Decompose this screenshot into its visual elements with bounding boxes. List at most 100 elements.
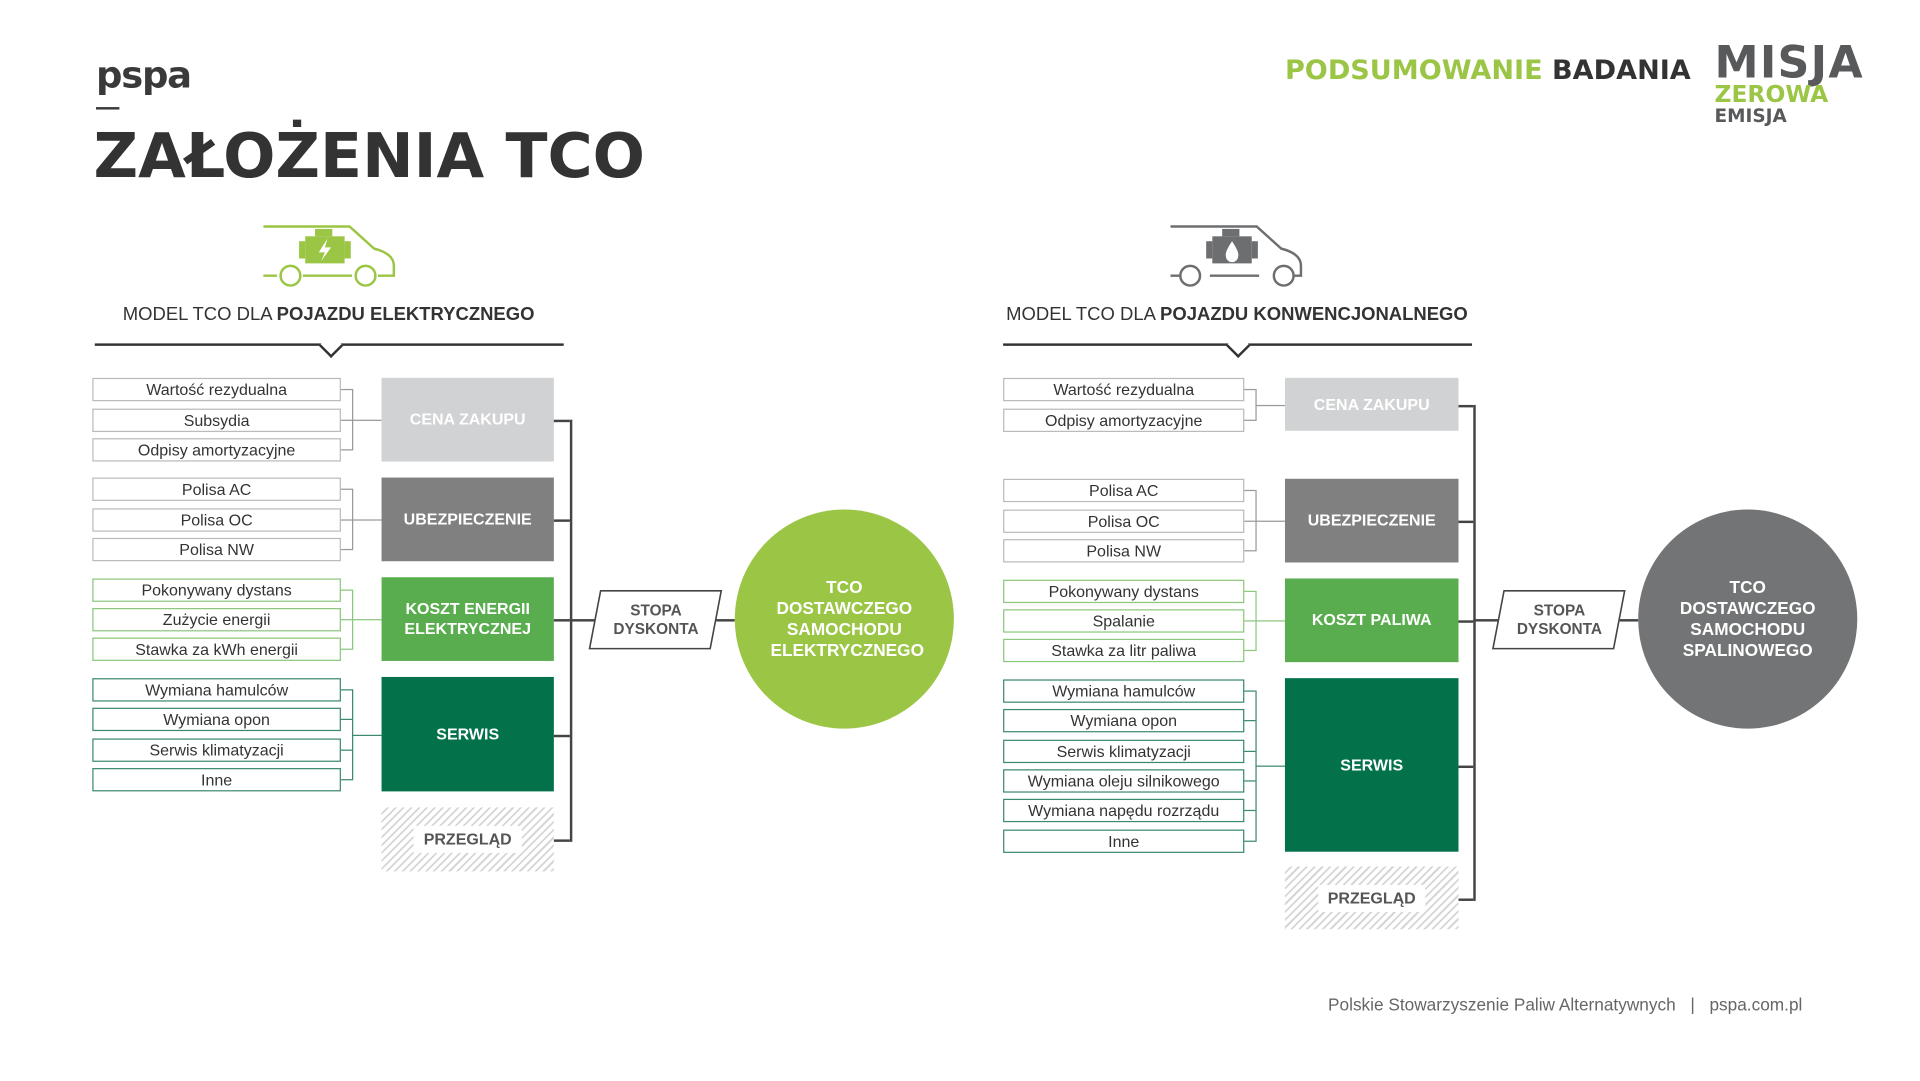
category-label: KOSZT ENERGII ELEKTRYCZNEJ — [404, 599, 531, 638]
category-label: PRZEGLĄD — [413, 825, 522, 853]
subtitle-bold: POJAZDU KONWENCJONALNEGO — [1160, 304, 1468, 325]
connector — [1244, 690, 1256, 692]
misja-zerowa-emisja-logo: MISJA ZEROWA EMISJA — [1714, 38, 1864, 126]
connector — [1619, 619, 1639, 622]
category-box: PRZEGLĄD — [1284, 866, 1459, 930]
footer: Polskie Stowarzyszenie Paliw Alternatywn… — [1328, 994, 1802, 1014]
connector — [352, 619, 382, 621]
connector — [340, 779, 353, 781]
connector — [553, 619, 570, 622]
connector — [340, 548, 353, 551]
connector — [1244, 620, 1256, 622]
category-label: CENA ZAKUPU — [1313, 394, 1430, 413]
category-label: PRZEGLĄD — [1317, 884, 1426, 912]
connector — [340, 519, 353, 521]
logo-divider — [96, 107, 120, 110]
connector — [340, 419, 353, 421]
spine-line — [569, 419, 573, 842]
connector — [553, 734, 570, 737]
category-box: KOSZT PALIWA — [1284, 578, 1459, 663]
footer-url[interactable]: pspa.com.pl — [1709, 994, 1803, 1015]
spine-line — [1473, 404, 1476, 901]
connector — [1244, 520, 1256, 522]
connector — [569, 619, 596, 622]
logo-line2: ZEROWA — [1714, 81, 1829, 109]
connector — [553, 419, 570, 423]
category-box: UBEZPIECZENIE — [381, 477, 554, 562]
category-label: SERWIS — [436, 724, 500, 743]
input-item: Wymiana napędu rozrządu — [1003, 798, 1245, 822]
connector — [1244, 388, 1256, 391]
category-label: CENA ZAKUPU — [409, 409, 526, 429]
tco-result-label: TCO DOSTAWCZEGO SAMOCHODU SPALINOWEGO — [1679, 577, 1816, 660]
input-item: Subsydia — [92, 408, 341, 432]
connector — [1458, 620, 1474, 623]
connector — [340, 488, 353, 490]
connector — [352, 419, 382, 421]
connector — [1244, 780, 1256, 782]
connector — [1458, 404, 1474, 407]
bracket-line — [352, 388, 354, 451]
input-item: Wymiana opon — [92, 707, 341, 731]
footer-separator: | — [1690, 994, 1695, 1015]
pspa-logo: pspa — [96, 54, 192, 98]
connector — [1244, 550, 1256, 552]
summary-dark: BADANIA — [1552, 55, 1691, 87]
input-item: Wartość rezydualna — [92, 377, 341, 401]
connector — [1244, 809, 1256, 812]
connector — [340, 689, 353, 691]
discount-label: STOPA DYSKONTA — [613, 601, 699, 638]
input-item: Odpisy amortyzacyjne — [1003, 408, 1245, 432]
subtitle-light: MODEL TCO DLA — [122, 304, 272, 325]
category-box: CENA ZAKUPU — [381, 377, 554, 462]
input-item: Polisa OC — [1003, 508, 1245, 533]
category-box: CENA ZAKUPU — [1284, 377, 1459, 431]
category-label: SERWIS — [1340, 755, 1404, 774]
connector — [1458, 520, 1474, 524]
bracket-line — [1255, 690, 1257, 842]
conventional-subtitle: MODEL TCO DLA POJAZDU KONWENCJONALNEGO — [991, 304, 1483, 325]
chevron-down-icon — [1226, 333, 1251, 359]
connector — [352, 519, 382, 521]
connector — [1244, 590, 1256, 593]
connector — [553, 519, 570, 522]
input-item: Spalanie — [1003, 608, 1245, 633]
connector — [1255, 620, 1285, 622]
input-item: Serwis klimatyzacji — [1003, 739, 1245, 763]
connector — [340, 388, 353, 391]
input-item: Polisa NW — [1003, 538, 1245, 562]
logo-line1: MISJA — [1714, 38, 1864, 89]
category-label: KOSZT PALIWA — [1311, 610, 1432, 629]
connector — [352, 734, 382, 736]
connector — [340, 619, 353, 621]
input-item: Zużycie energii — [92, 607, 341, 631]
input-item: Wymiana oleju silnikowego — [1003, 768, 1245, 793]
input-item: Odpisy amortyzacyjne — [92, 437, 341, 461]
input-item: Polisa OC — [92, 507, 341, 532]
subtitle-bold: POJAZDU ELEKTRYCZNEGO — [276, 304, 535, 325]
connector — [340, 449, 353, 451]
connector — [1255, 404, 1285, 406]
tco-result-circle: TCO DOSTAWCZEGO SAMOCHODU ELEKTRYCZNEGO — [734, 509, 954, 729]
input-item: Wartość rezydualna — [1003, 377, 1245, 401]
bracket-line — [352, 488, 354, 551]
input-item: Wymiana opon — [1003, 708, 1245, 732]
input-item: Stawka za litr paliwa — [1003, 638, 1245, 662]
tco-result-label: TCO DOSTAWCZEGO SAMOCHODU ELEKTRYCZNEGO — [770, 577, 924, 660]
connector — [1244, 649, 1256, 652]
input-item: Serwis klimatyzacji — [92, 737, 341, 762]
page-title: ZAŁOŻENIA TCO — [93, 120, 645, 193]
summary-green: PODSUMOWANIE — [1284, 55, 1543, 87]
connector — [1244, 419, 1256, 421]
connector — [1244, 720, 1256, 722]
electric-van-icon — [263, 225, 396, 287]
connector — [1255, 520, 1285, 522]
chevron-down-icon — [318, 333, 344, 359]
connector — [1458, 764, 1474, 768]
connector — [340, 589, 353, 591]
input-item: Inne — [92, 767, 341, 791]
connector — [1473, 619, 1500, 622]
connector — [1244, 489, 1256, 492]
category-label: UBEZPIECZENIE — [403, 509, 532, 529]
